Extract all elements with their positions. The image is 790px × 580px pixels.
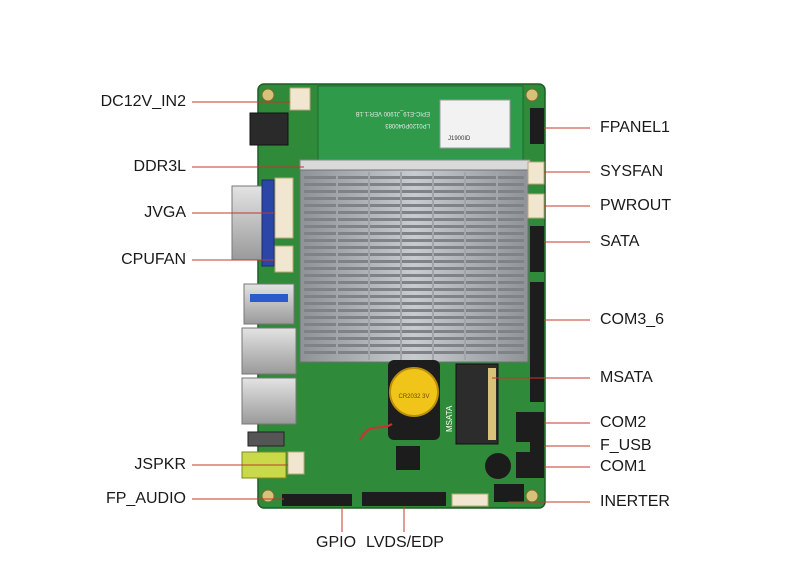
com2-header bbox=[516, 412, 544, 442]
jspkr-header bbox=[287, 451, 305, 475]
battery-wire bbox=[359, 423, 393, 441]
heatsink-fin bbox=[304, 337, 524, 340]
sysfan-header bbox=[527, 161, 545, 185]
heatsink-groove bbox=[400, 172, 402, 360]
inverter-switch bbox=[494, 484, 524, 502]
heatsink-groove bbox=[496, 172, 498, 360]
inverter-connector bbox=[451, 493, 489, 507]
heatsink-fin bbox=[304, 344, 524, 347]
label-fp-audio: FP_AUDIO bbox=[105, 490, 186, 507]
heatsink-fin bbox=[304, 323, 524, 326]
pwrout-header bbox=[527, 193, 545, 219]
label-com1: COM1 bbox=[600, 458, 647, 475]
dc12v-in2-header bbox=[289, 87, 311, 111]
f-usb-header bbox=[530, 438, 544, 454]
heatsink-fin bbox=[304, 302, 524, 305]
heatsink-fin bbox=[304, 295, 524, 298]
gpio-header bbox=[330, 494, 352, 506]
fpanel1-header bbox=[530, 108, 544, 144]
ddr3l-board-id-text: EPIC-E19_J1900 VER:1.1B bbox=[356, 110, 430, 116]
heatsink-fin bbox=[304, 204, 524, 207]
label-pwrout: PWROUT bbox=[600, 197, 672, 214]
vga-port-blue bbox=[261, 179, 275, 267]
label-f-usb: F_USB bbox=[600, 437, 652, 454]
heatsink-fin bbox=[304, 316, 524, 319]
heatsink-fin bbox=[304, 330, 524, 333]
heatsink-groove bbox=[432, 172, 434, 360]
heatsink-fin bbox=[304, 190, 524, 193]
heatsink-fin bbox=[304, 218, 524, 221]
label-dc12v-in2: DC12V_IN2 bbox=[100, 93, 186, 110]
label-com2: COM2 bbox=[600, 414, 647, 431]
heatsink-fin bbox=[304, 239, 524, 242]
heatsink-fin bbox=[304, 274, 524, 277]
mount-hole bbox=[261, 489, 275, 503]
mini-port bbox=[247, 431, 285, 447]
label-jspkr: JSPKR bbox=[134, 456, 186, 473]
usb3-port bbox=[243, 283, 295, 325]
usb3-port-blue bbox=[250, 294, 288, 302]
heatsink-fin bbox=[304, 260, 524, 263]
heatsink-fin bbox=[304, 197, 524, 200]
cpufan-header bbox=[274, 245, 294, 273]
sata-connector bbox=[530, 226, 544, 272]
mount-hole bbox=[261, 88, 275, 102]
ddr3l-serial-text: LP0120P040083 bbox=[385, 122, 430, 128]
heatsink-fin bbox=[304, 267, 524, 270]
label-jvga: JVGA bbox=[144, 204, 186, 221]
heatsink-fins bbox=[304, 172, 524, 360]
jvga-header bbox=[274, 177, 294, 239]
leader-lines bbox=[192, 101, 590, 532]
label-ddr3l: DDR3L bbox=[133, 158, 186, 175]
io-chip bbox=[396, 446, 420, 470]
ddr3l-lot-text: J1900ID bbox=[448, 136, 471, 142]
dc-jack bbox=[249, 112, 289, 146]
label-cpufan: CPUFAN bbox=[121, 251, 186, 268]
label-lvds-edp: LVDS/EDP bbox=[366, 534, 444, 551]
heatsink-fin bbox=[304, 176, 524, 179]
lan-port-2 bbox=[241, 377, 297, 425]
lan-port-1 bbox=[241, 327, 297, 375]
label-sata: SATA bbox=[600, 233, 640, 250]
heatsink-groove bbox=[368, 172, 370, 360]
heatsink-fin bbox=[304, 211, 524, 214]
msata-silk: MSATA bbox=[445, 405, 454, 432]
mount-hole bbox=[525, 489, 539, 503]
heatsink-groove bbox=[336, 172, 338, 360]
ddr3l-slot bbox=[299, 159, 531, 171]
msata-slot-pins bbox=[488, 368, 496, 440]
battery-text: CR2032 3V bbox=[398, 394, 429, 400]
heatsink-fin bbox=[304, 183, 524, 186]
heatsink-fin bbox=[304, 246, 524, 249]
lvds-edp-header bbox=[362, 492, 446, 506]
label-sysfan: SYSFAN bbox=[600, 163, 664, 180]
heatsink-fin bbox=[304, 309, 524, 312]
com3-6-header bbox=[530, 282, 544, 402]
label-com3-6: COM3_6 bbox=[600, 311, 665, 328]
heatsink-fin bbox=[304, 288, 524, 291]
heatsink-fin bbox=[304, 253, 524, 256]
label-gpio: GPIO bbox=[316, 534, 357, 551]
com1-header bbox=[516, 452, 544, 478]
buzzer bbox=[485, 453, 511, 479]
heatsink-fin bbox=[304, 232, 524, 235]
heatsink-fin bbox=[304, 351, 524, 354]
heatsink-groove bbox=[464, 172, 466, 360]
coin-battery bbox=[389, 367, 439, 417]
label-fpanel1: FPANEL1 bbox=[600, 119, 670, 136]
mount-hole bbox=[525, 88, 539, 102]
label-inerter: INERTER bbox=[600, 493, 670, 510]
heatsink-fin bbox=[304, 281, 524, 284]
heatsink-fin bbox=[304, 225, 524, 228]
fp-audio-header bbox=[282, 494, 330, 506]
ddr3l-label-sticker bbox=[439, 99, 511, 149]
label-msata: MSATA bbox=[600, 369, 653, 386]
